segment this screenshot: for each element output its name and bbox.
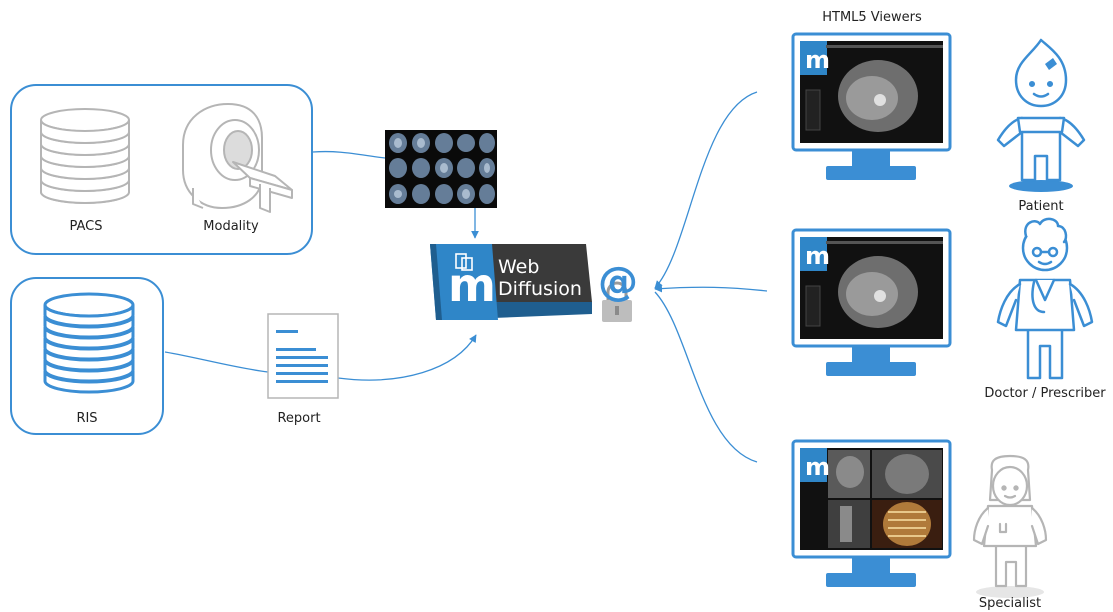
specialist-figure-icon xyxy=(972,454,1048,598)
web-diffusion-name-line1: Web xyxy=(498,256,540,278)
specialist-label: Specialist xyxy=(978,596,1042,611)
report-label: Report xyxy=(277,411,321,426)
viewer-monitor-3 xyxy=(791,439,952,587)
connector-ris-to-report xyxy=(164,351,269,373)
web-diffusion-name-line2: Diffusion xyxy=(498,278,582,300)
doctor-label: Doctor / Prescriber xyxy=(984,386,1106,401)
modality-label: Modality xyxy=(203,219,259,234)
viewer-2-logo-letter: m xyxy=(805,242,831,270)
web-diffusion-brand-letter: m xyxy=(448,258,496,312)
connector-hub-to-viewer-2 xyxy=(654,284,768,293)
modality-scanner-icon xyxy=(182,103,293,213)
connector-hub-to-viewer-3 xyxy=(654,291,758,463)
secure-at-symbol: @ xyxy=(598,259,638,305)
connector-hub-to-viewer-1 xyxy=(654,91,758,289)
viewer-3-logo-letter: m xyxy=(805,453,831,481)
mri-images-thumbnail xyxy=(385,130,497,208)
patient-label: Patient xyxy=(1018,199,1064,214)
pacs-label: PACS xyxy=(69,219,103,234)
ris-database-icon xyxy=(43,292,135,394)
viewer-monitor-2 xyxy=(791,228,952,376)
viewers-title: HTML5 Viewers xyxy=(822,10,922,25)
connector-pacs-to-images xyxy=(312,150,386,159)
patient-figure-icon xyxy=(996,38,1086,192)
web-diffusion-logo xyxy=(430,244,592,320)
viewer-monitor-1 xyxy=(791,32,952,180)
lock-icon xyxy=(602,281,632,322)
connector-lines xyxy=(164,91,768,463)
report-document-icon xyxy=(267,313,339,399)
viewer-1-logo-letter: m xyxy=(805,46,831,74)
pacs-database-icon xyxy=(40,108,130,204)
arrow-report-to-hub xyxy=(337,334,477,381)
doctor-figure-icon xyxy=(996,217,1094,380)
ris-label: RIS xyxy=(76,411,98,426)
